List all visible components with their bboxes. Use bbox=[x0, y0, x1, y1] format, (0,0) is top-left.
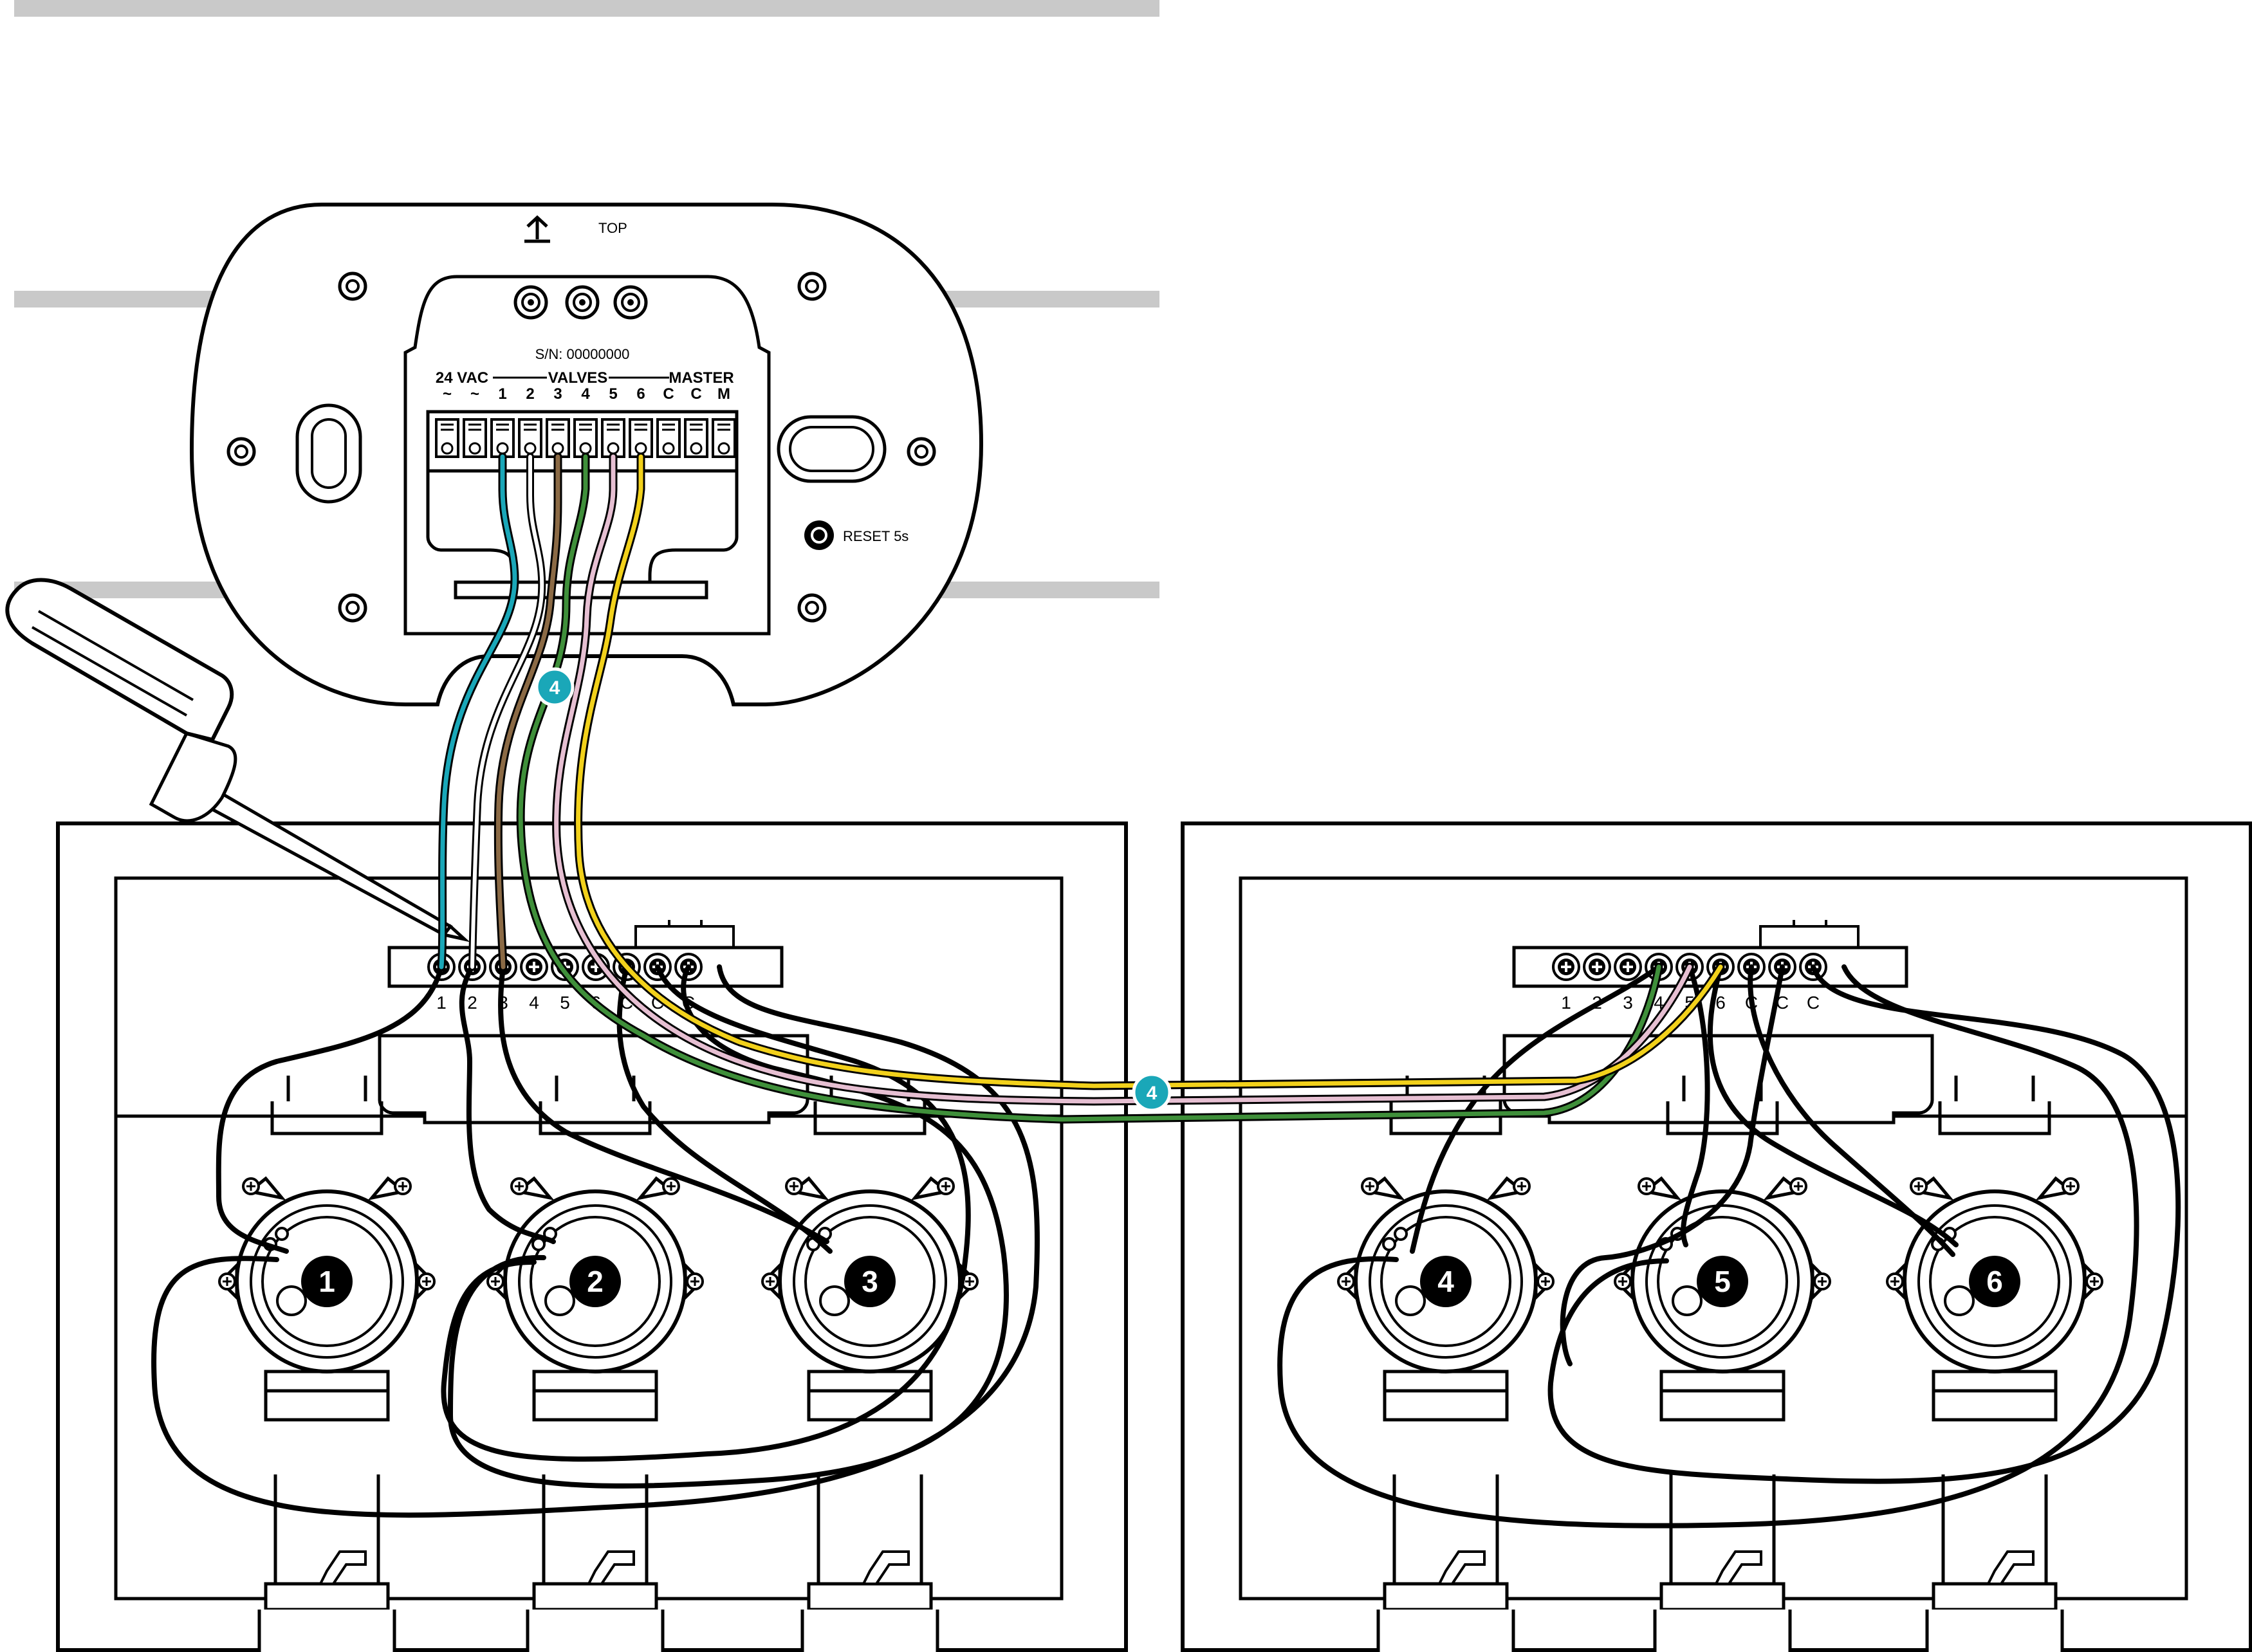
controller-terminal-label: 6 bbox=[636, 385, 645, 403]
power-label: 24 VAC bbox=[436, 369, 488, 387]
valve-solenoid: 2 bbox=[488, 1076, 703, 1652]
terminal-label: 2 bbox=[467, 993, 477, 1013]
valve-number-badge bbox=[844, 1256, 896, 1307]
wire bbox=[616, 964, 833, 1254]
valves: 1 2 3 4 5 6 bbox=[219, 1076, 2102, 1652]
wire bbox=[518, 454, 1661, 1122]
wire bbox=[470, 455, 544, 969]
valves-label: VALVES bbox=[548, 369, 607, 387]
terminal-label: 3 bbox=[1623, 993, 1633, 1013]
controller-terminal-label: ~ bbox=[443, 385, 452, 403]
terminal-label: 1 bbox=[1561, 993, 1571, 1013]
valve-number: 6 bbox=[1986, 1265, 2003, 1298]
wire bbox=[576, 454, 1723, 1088]
controller-terminal-label: 1 bbox=[498, 385, 506, 403]
controller-terminal-label: 5 bbox=[609, 385, 617, 403]
callout-label-1: 4 bbox=[549, 677, 560, 699]
valve-number: 3 bbox=[862, 1265, 878, 1298]
terminal-label: 5 bbox=[560, 993, 570, 1013]
terminal-label: C bbox=[1807, 993, 1820, 1013]
valve-solenoid: 4 bbox=[1338, 1076, 1553, 1652]
wire bbox=[1748, 964, 1955, 1257]
callout-label-2: 4 bbox=[1147, 1083, 1158, 1104]
callout-2: 4 bbox=[1132, 1072, 1172, 1112]
valve-number: 1 bbox=[318, 1265, 335, 1298]
terminal-label: 4 bbox=[529, 993, 539, 1013]
controller-terminal[interactable] bbox=[656, 418, 681, 458]
wires bbox=[151, 452, 2181, 1528]
controller-terminal-label: 4 bbox=[581, 385, 590, 403]
mounting-holes bbox=[226, 271, 936, 623]
valve-number: 4 bbox=[1437, 1265, 1454, 1298]
terminal-screw[interactable] bbox=[520, 953, 548, 981]
wire bbox=[498, 964, 829, 1244]
terminal-screw[interactable] bbox=[1614, 953, 1642, 981]
valve-solenoid: 3 bbox=[762, 1076, 977, 1652]
valve-solenoid: 1 bbox=[219, 1076, 434, 1652]
wire bbox=[216, 964, 444, 1254]
valve-number-badge bbox=[1420, 1256, 1472, 1307]
callout-1: 4 bbox=[535, 667, 575, 707]
up-arrow-icon bbox=[524, 215, 550, 243]
wire bbox=[1547, 964, 2181, 1484]
wire bbox=[1277, 964, 2139, 1528]
reset-button-icon[interactable] bbox=[804, 520, 834, 550]
master-label: MASTER bbox=[669, 369, 734, 387]
valve-number-badge bbox=[301, 1256, 353, 1307]
wire bbox=[554, 454, 1692, 1104]
valve-number-badge bbox=[1969, 1256, 2020, 1307]
wire bbox=[459, 964, 556, 1244]
controller-terminal[interactable] bbox=[684, 418, 708, 458]
reset-label: RESET 5s bbox=[843, 528, 909, 544]
wire bbox=[1560, 964, 1785, 1366]
wire bbox=[439, 454, 517, 969]
controller-terminal-label: M bbox=[717, 385, 730, 403]
serial-number: S/N: 00000000 bbox=[535, 346, 630, 362]
housing-screws bbox=[513, 285, 648, 320]
terminal-screw[interactable] bbox=[1552, 953, 1580, 981]
valve-number: 5 bbox=[1714, 1265, 1731, 1298]
wire bbox=[441, 964, 971, 1462]
controller-terminal-label: C bbox=[690, 385, 701, 403]
terminal-screw[interactable] bbox=[1583, 953, 1611, 981]
controller-terminal-label: ~ bbox=[470, 385, 479, 403]
valve-solenoid: 6 bbox=[1887, 1076, 2102, 1652]
terminal-label: 6 bbox=[1715, 993, 1726, 1013]
top-label: TOP bbox=[598, 220, 627, 236]
controller-terminal-block bbox=[435, 418, 736, 458]
controller-terminal-label: 3 bbox=[553, 385, 562, 403]
wire bbox=[495, 454, 560, 969]
terminal-label: 4 bbox=[1654, 993, 1664, 1013]
valve-number: 2 bbox=[587, 1265, 604, 1298]
terminal-label: 1 bbox=[436, 993, 447, 1013]
valve-number-badge bbox=[1697, 1256, 1748, 1307]
controller-terminal-label: C bbox=[663, 385, 674, 403]
valve-number-badge bbox=[569, 1256, 621, 1307]
controller-terminal-label: 2 bbox=[526, 385, 534, 403]
valve-solenoid: 5 bbox=[1615, 1076, 1830, 1652]
wire bbox=[151, 964, 1040, 1518]
wire bbox=[1681, 964, 1710, 1247]
